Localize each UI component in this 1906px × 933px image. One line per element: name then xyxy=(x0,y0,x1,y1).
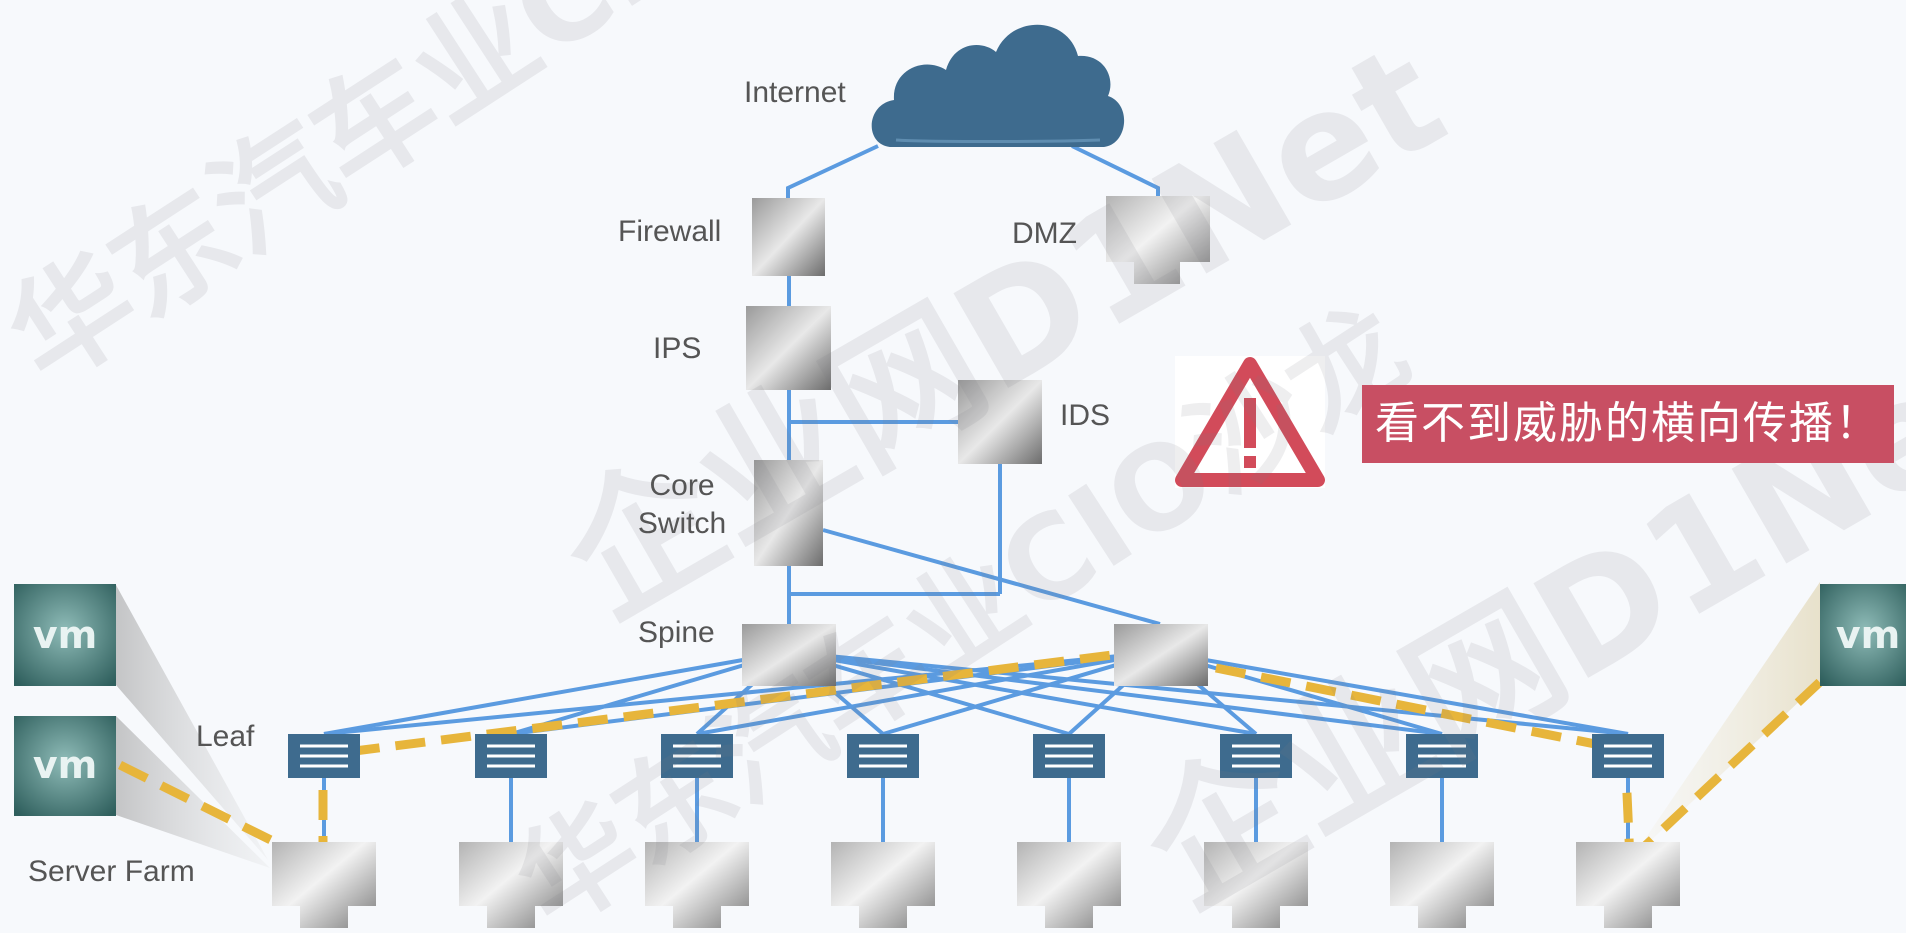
leaf-switch-icon xyxy=(847,734,919,778)
link-spine-leaf xyxy=(1159,650,1629,736)
dmz-server-icon xyxy=(1106,196,1210,284)
core-switch-label: Core Switch xyxy=(630,467,734,543)
vm-icon: vm xyxy=(1820,584,1906,686)
spine-label: Spine xyxy=(638,616,715,649)
leaf-switch-icon xyxy=(1033,734,1105,778)
server-icon xyxy=(1390,842,1494,928)
svg-text:vm: vm xyxy=(33,743,97,787)
core-switch-label-line2: Switch xyxy=(637,507,727,540)
link-core-spine-right xyxy=(822,528,1161,626)
link-spine-leaf xyxy=(323,650,789,736)
core-switch-label-line1: Core xyxy=(649,469,715,502)
vm-projection-right xyxy=(1632,582,1820,858)
firewall-label: Firewall xyxy=(618,215,722,248)
server-icon xyxy=(1017,842,1121,928)
cloud-icon xyxy=(871,24,1125,148)
ids-label: IDS xyxy=(1060,399,1111,432)
spine-switch-left-icon xyxy=(742,624,836,686)
leaf-switch-icon xyxy=(661,734,733,778)
ips-icon xyxy=(746,306,831,390)
server-farm-servers xyxy=(272,842,1680,928)
vm-projection-left xyxy=(116,585,270,868)
svg-text:vm: vm xyxy=(33,613,97,657)
link-spine-leaf xyxy=(787,650,1257,736)
server-icon xyxy=(645,842,749,928)
link-internet-firewall xyxy=(786,144,879,198)
leaf-switch-icon xyxy=(1592,734,1664,778)
server-icon xyxy=(1204,842,1308,928)
firewall-icon xyxy=(752,198,825,276)
leaf-switch-icon xyxy=(475,734,547,778)
ips-label: IPS xyxy=(653,332,702,365)
link-spine-leaf xyxy=(510,650,789,736)
warning-triangle-icon xyxy=(1175,356,1325,488)
server-icon xyxy=(459,842,563,928)
internet-label: Internet xyxy=(744,76,846,109)
server-farm-label: Server Farm xyxy=(28,855,195,888)
leaf-label: Leaf xyxy=(196,720,255,753)
ids-icon xyxy=(958,380,1042,464)
vm-icon: vm xyxy=(14,584,116,686)
leaf-switches xyxy=(288,734,1664,778)
core-switch-icon xyxy=(754,460,823,566)
spine-switch-right-icon xyxy=(1114,624,1208,686)
leaf-switch-icon xyxy=(288,734,360,778)
svg-text:vm: vm xyxy=(1836,613,1900,657)
server-icon xyxy=(272,842,376,928)
vm-icon: vm xyxy=(14,716,116,816)
link-spine-leaf xyxy=(787,650,1443,736)
server-icon xyxy=(1576,842,1680,928)
alert-banner: 看不到威胁的横向传播！ xyxy=(1362,385,1894,463)
leaf-switch-icon xyxy=(1220,734,1292,778)
server-icon xyxy=(831,842,935,928)
dmz-label: DMZ xyxy=(1012,217,1077,250)
leaf-switch-icon xyxy=(1406,734,1478,778)
